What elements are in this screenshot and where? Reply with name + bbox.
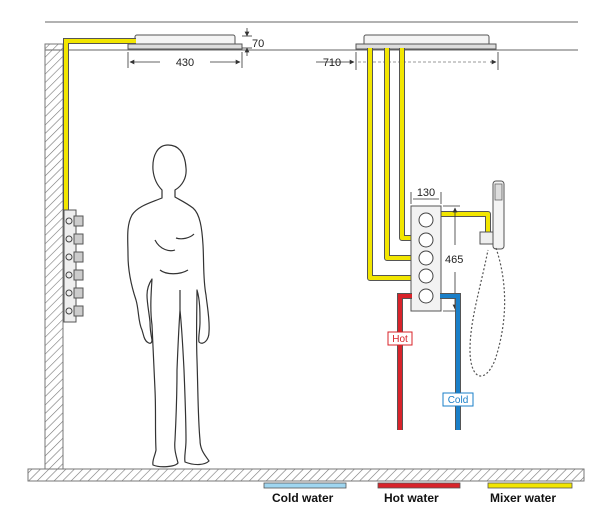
valve-knob [418, 288, 434, 304]
right-mixer-pipes [367, 48, 491, 281]
dim-label-valve-height: 465 [445, 254, 463, 266]
legend: Cold water Hot water Mixer water [263, 482, 573, 505]
legend-label-cold: Cold water [272, 491, 334, 505]
human-figure [127, 144, 210, 468]
right-ceiling-shower-head [355, 34, 497, 50]
dimension-ceiling-drop: 70 [242, 28, 264, 56]
dimension-left-head-width: 430 [127, 52, 243, 69]
dimension-valve-height: 465 [443, 205, 463, 312]
cold-water-pipe [440, 293, 461, 430]
left-ceiling-shower-head [127, 34, 243, 50]
valve-knob [418, 232, 434, 248]
panel-handle [65, 305, 84, 317]
left-mixer-pipe [63, 38, 136, 220]
legend-label-hot: Hot water [384, 491, 439, 505]
dim-label-right-head-offset: 710 [323, 57, 341, 69]
panel-handle [65, 269, 84, 281]
panel-handle [65, 215, 84, 227]
hand-shower [469, 180, 506, 377]
dimension-right-head-offset: 710 [316, 52, 499, 70]
valve-knob [418, 250, 434, 266]
legend-item-mixer: Mixer water [487, 482, 573, 505]
panel-handle [65, 251, 84, 263]
left-wall [44, 43, 64, 470]
cold-pipe-tag: Cold [442, 392, 474, 407]
floor [27, 468, 585, 482]
thermostatic-valve [410, 205, 442, 312]
legend-item-cold: Cold water [263, 482, 347, 505]
dim-label-left-head-width: 430 [176, 57, 194, 69]
ceiling [45, 21, 578, 51]
wall-shower-panel [63, 209, 84, 323]
hot-pipe-tag: Hot [387, 331, 413, 346]
dim-label-valve-width: 130 [417, 187, 435, 199]
valve-knob [418, 268, 434, 284]
hot-water-pipe [397, 293, 412, 430]
cold-tag-label: Cold [448, 395, 469, 406]
hot-tag-label: Hot [392, 334, 408, 345]
dim-label-ceiling-drop: 70 [252, 38, 264, 50]
hose [469, 247, 506, 377]
valve-knob [418, 212, 434, 228]
panel-handle [65, 287, 84, 299]
dimension-valve-width: 130 [410, 187, 442, 204]
legend-item-hot: Hot water [377, 482, 461, 505]
panel-handle [65, 233, 84, 245]
legend-label-mixer: Mixer water [490, 491, 556, 505]
